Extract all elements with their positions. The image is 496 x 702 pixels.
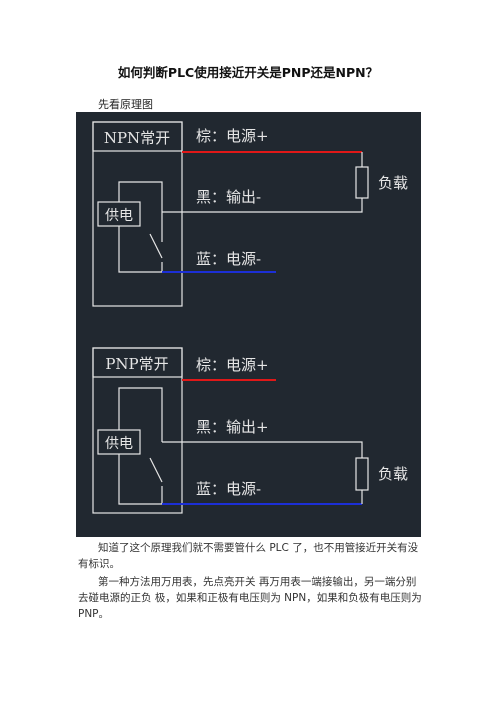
wiring-diagram-svg: NPN常开 供电 负载 棕：电源+ 黑：输出- 蓝：电源- [92,121,408,514]
pnp-load-label: 负载 [378,465,408,483]
npn-brown-label: 棕：电源+ [196,127,269,145]
body-paragraph-2: 第一种方法用万用表，先点亮开关 再万用表一端接输出，另一端分别去碰电源的正负 极… [78,576,422,620]
pnp-black-label: 黑：输出+ [196,418,269,436]
pnp-power-label: 供电 [105,436,133,452]
npn-load-resistor [355,166,369,199]
wiring-diagram: NPN常开 供电 负载 棕：电源+ 黑：输出- 蓝：电源- [76,112,421,537]
pnp-blue-label: 蓝：电源- [196,480,261,498]
pnp-internal-top-wire [118,387,163,442]
npn-section: NPN常开 供电 负载 棕：电源+ 黑：输出- 蓝：电源- [92,121,408,307]
section-subheading: 先看原理图 [98,98,153,111]
pnp-title: PNP常开 [105,355,168,373]
npn-title-box [92,121,183,152]
pnp-internal-bottom-wire [118,454,163,505]
npn-black-label: 黑：输出- [196,188,261,206]
pnp-load-resistor [355,457,369,491]
pnp-switch-contact [149,457,163,483]
pnp-title-box [92,347,183,378]
npn-title: NPN常开 [104,129,170,147]
pnp-black-wire [162,441,363,458]
npn-blue-label: 蓝：电源- [196,250,261,268]
npn-internal-bottom-wire [118,226,163,273]
pnp-brown-label: 棕：电源+ [196,356,269,374]
page-title: 如何判断PLC使用接近开关是PNP还是NPN？ [117,65,379,80]
npn-switch-contact [149,233,163,259]
body-paragraph-1: 知道了这个原理我们就不需要管什么 PLC 了，也不用管接近开关有没有标识。 [78,542,419,570]
npn-load-label: 负载 [378,174,408,192]
pnp-section: PNP常开 供电 负载 棕：电源+ 黑：输出+ 蓝：电源- [92,347,408,514]
npn-black-wire [162,198,363,213]
npn-power-label: 供电 [105,208,133,224]
